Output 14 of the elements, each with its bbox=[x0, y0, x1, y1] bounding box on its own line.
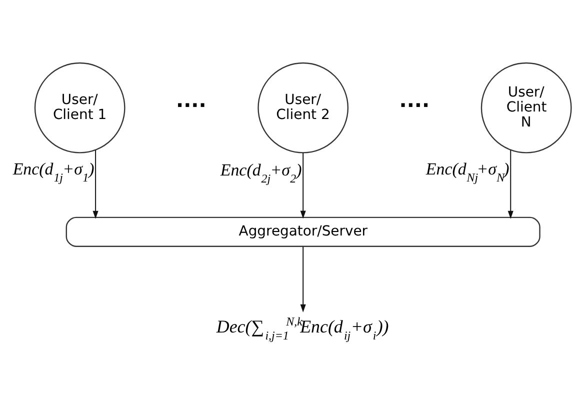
arrow bbox=[300, 246, 306, 312]
node-text: Dec(∑$_{i,j=1}$$^{N,k}$Enc(d$_{ij}$+σ$_{i}$)) bbox=[216, 314, 389, 342]
arrow bbox=[508, 149, 514, 218]
edge-label: Enc(d$_{2j}$+σ$_{2}$) bbox=[220, 160, 302, 186]
node-circle: User/ Client 1 bbox=[34, 62, 126, 153]
edge-label: Enc(d$_{1j}$+σ$_{1}$) bbox=[12, 158, 94, 184]
edge-label: Enc(d$_{Nj}$+σ$_{N}$) bbox=[426, 158, 510, 184]
node-circle: User/ Client 2 bbox=[258, 62, 349, 153]
node-box: Aggregator/Server bbox=[66, 216, 540, 246]
arrow bbox=[92, 149, 98, 218]
label: ···· bbox=[176, 93, 206, 116]
node-circle: User/ Client N bbox=[480, 62, 572, 153]
arrow bbox=[300, 152, 306, 218]
label: ···· bbox=[399, 93, 430, 116]
